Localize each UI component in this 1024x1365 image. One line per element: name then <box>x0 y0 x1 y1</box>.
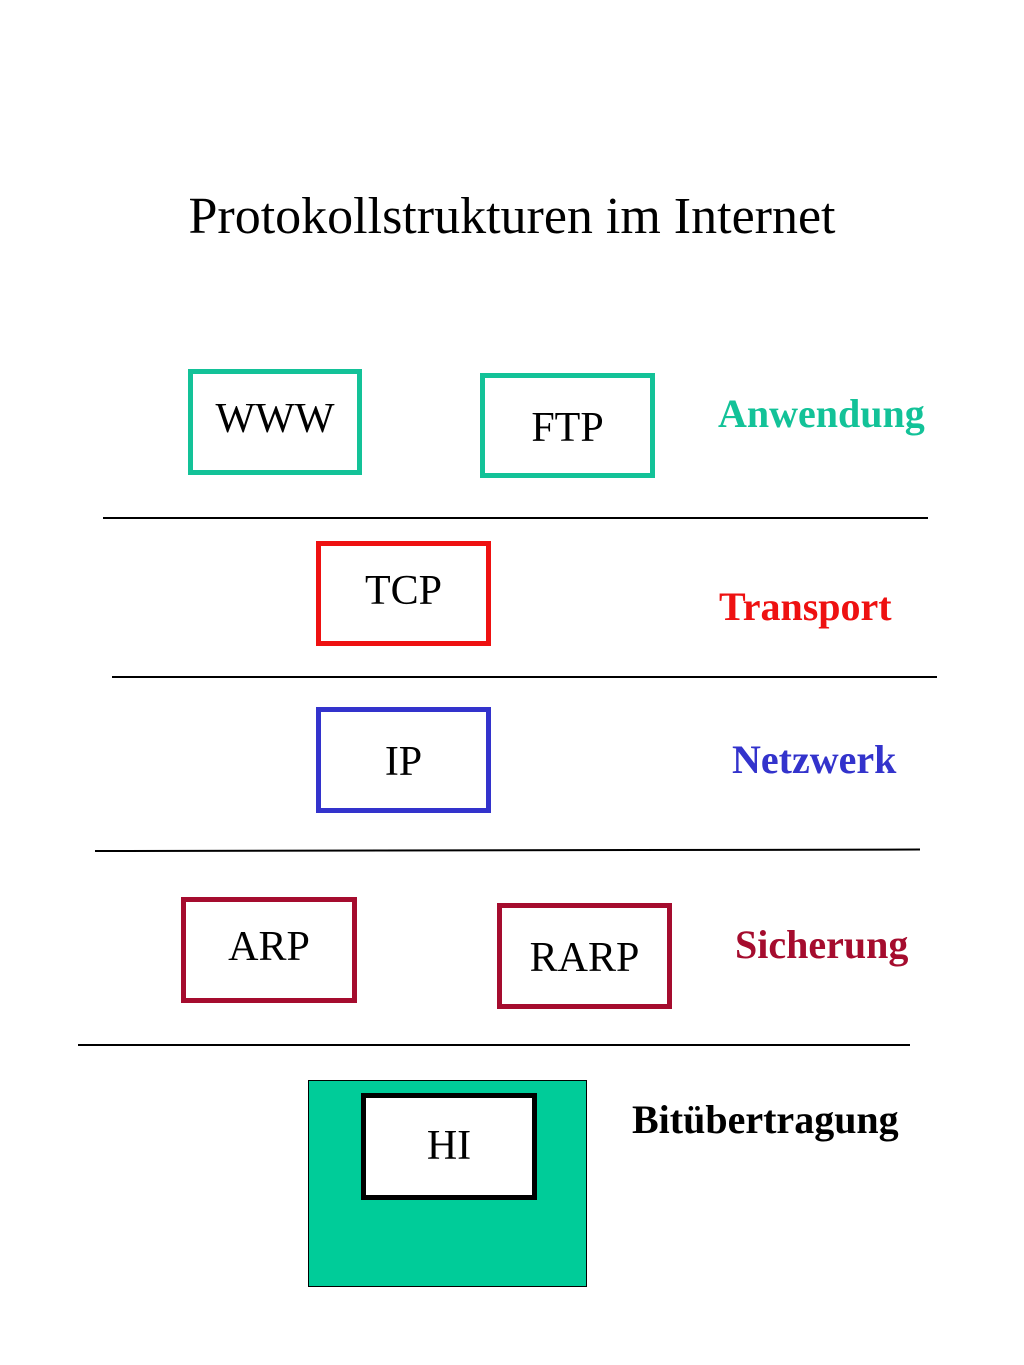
protocol-box-ip: IP <box>316 707 491 813</box>
protocol-box-ftp: FTP <box>480 373 655 478</box>
layer-label-transport: Transport <box>719 584 892 629</box>
layer-divider <box>112 676 937 678</box>
page-title: Protokollstrukturen im Internet <box>188 188 836 245</box>
protocol-box-rarp: RARP <box>497 903 672 1009</box>
protocol-box-www: WWW <box>188 369 362 475</box>
layer-label-netzwerk: Netzwerk <box>732 737 897 782</box>
layer-label-anwendung: Anwendung <box>718 391 925 436</box>
layer-divider <box>78 1044 910 1046</box>
protocol-box-hi: HI <box>361 1093 537 1200</box>
protocol-box-arp: ARP <box>181 897 357 1003</box>
layer-divider <box>103 517 928 519</box>
layer-label-sicherung: Sicherung <box>735 922 909 967</box>
layer-divider <box>94 848 921 852</box>
protocol-box-tcp: TCP <box>316 541 491 646</box>
layer-label-bituebertragung: Bitübertragung <box>632 1097 899 1142</box>
